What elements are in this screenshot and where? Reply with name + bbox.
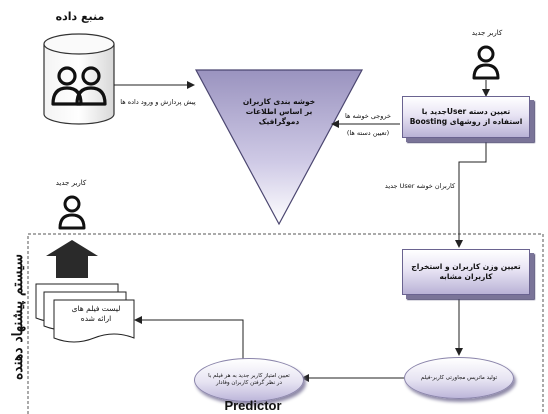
new-user-left-label: کاربر جدید [55, 179, 87, 187]
boosting-box: تعیین دسته Userجدید با استفاده از روشهای… [402, 96, 530, 138]
edge-preprocess-label: پیش پردازش و ورود داده ها [120, 98, 196, 106]
score-oval-line-1: تعیین امتیاز کاربر جدید به هر فیلم با [208, 373, 290, 379]
boosting-line-2: استفاده از روشهای Boosting [409, 117, 523, 126]
system-boundary [27, 233, 544, 414]
movie-list-label: لیست فیلم های ارائه شده [60, 304, 132, 324]
edge-cluster-output-label: خروجی خوشه ها (تعیین دسته ها) [336, 112, 400, 137]
database-icon [43, 33, 115, 125]
cluster-output-line-1: خروجی خوشه ها [344, 112, 392, 120]
output-up-arrow [46, 240, 98, 278]
score-oval: تعیین امتیاز کاربر جدید به هر فیلم با در… [194, 358, 304, 402]
weights-line-2: کاربران مشابه [439, 272, 493, 281]
user-icon-left [58, 195, 86, 230]
matrix-oval-label: تولید ماتریس مجاورتی کاربر-فیلم [420, 374, 498, 381]
clustering-label: خوشه بندی کاربران بر اساس اطلاعات دموگرا… [226, 97, 332, 127]
edge-user-cluster [455, 140, 487, 248]
weights-box: تعیین وزن کاربران و استخراج کاربران مشاب… [402, 249, 530, 295]
data-source-title: منبع داده [55, 10, 105, 23]
score-oval-line-2: در نظر گرفتن کاربران وفادار [216, 380, 282, 386]
cluster-output-line-2: (تعیین دسته ها) [346, 129, 390, 137]
predictor-label: Predictor [224, 398, 282, 413]
system-title: سیستم پیشنهاد دهنده [10, 253, 26, 381]
clustering-triangle [194, 69, 364, 226]
clustering-line-3: دموگرافیک [258, 117, 300, 126]
movie-list-line-2: ارائه شده [80, 314, 112, 323]
movie-list-line-1: لیست فیلم های [71, 304, 121, 313]
clustering-line-2: بر اساس اطلاعات [245, 107, 313, 116]
edge-user-cluster-label: کاربران خوشه User جدید [384, 182, 456, 190]
weights-line-1: تعیین وزن کاربران و استخراج [411, 262, 521, 271]
matrix-oval: تولید ماتریس مجاورتی کاربر-فیلم [404, 357, 514, 399]
edge-score-to-list [134, 316, 244, 360]
clustering-line-1: خوشه بندی کاربران [242, 97, 316, 106]
boosting-line-1: تعیین دسته Userجدید با [421, 107, 511, 116]
user-icon-top [472, 45, 500, 80]
users-group-icon [51, 66, 107, 106]
new-user-top-label: کاربر جدید [471, 29, 503, 37]
movie-list-document [35, 283, 135, 343]
